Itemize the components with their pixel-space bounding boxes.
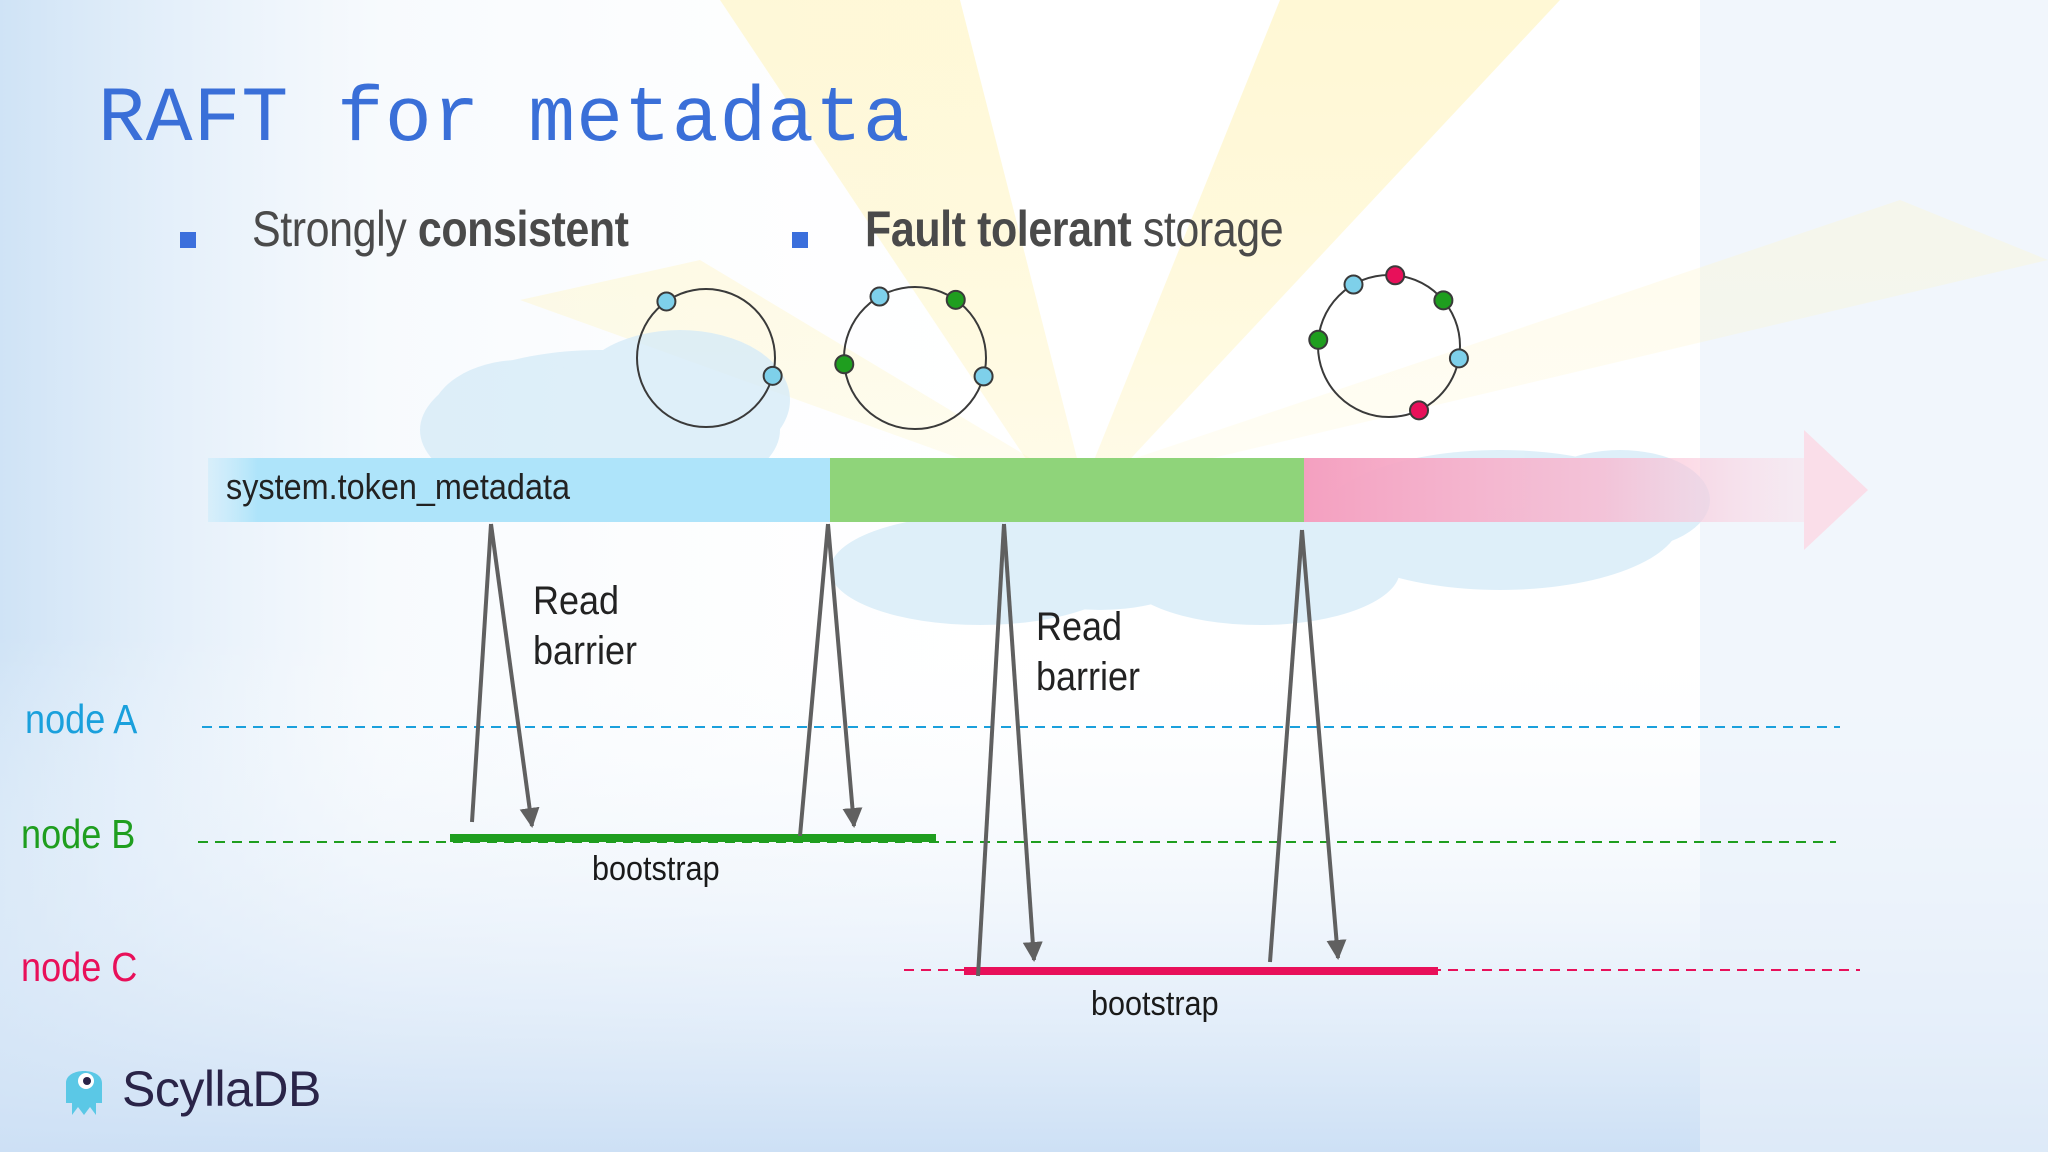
raft-ring-2-replica-dot bbox=[869, 286, 890, 307]
scylla-monster-icon bbox=[66, 1071, 102, 1115]
arrow-4-up bbox=[1268, 529, 1304, 963]
bullet-1-bold: consistent bbox=[417, 201, 629, 257]
raft-ring-3-replica-dot bbox=[1308, 329, 1329, 350]
raft-ring-2-replica-dot bbox=[834, 354, 855, 375]
node-b-label: node B bbox=[21, 811, 136, 857]
raft-ring-2-replica-dot bbox=[945, 289, 966, 310]
arrow-2-down bbox=[826, 523, 863, 828]
read-barrier-2-line1: Read bbox=[1036, 605, 1123, 649]
timeline-label: system.token_metadata bbox=[226, 466, 570, 507]
bullet-marker-1 bbox=[180, 232, 196, 248]
raft-ring-3-replica-dot bbox=[1448, 348, 1469, 369]
read-barrier-2-line2: barrier bbox=[1036, 655, 1141, 699]
raft-ring-1-replica-dot bbox=[762, 365, 783, 386]
arrow-1-down bbox=[489, 523, 540, 828]
bootstrap-label-node-b: bootstrap bbox=[592, 850, 720, 888]
raft-group-rings bbox=[636, 265, 1469, 430]
timeline-segment-pink bbox=[1304, 458, 1804, 522]
read-barrier-label-2: Read barrier bbox=[1036, 602, 1140, 702]
raft-ring-2 bbox=[843, 286, 987, 430]
raft-ring-3-replica-dot bbox=[1433, 290, 1454, 311]
timeline-segment-blue bbox=[208, 458, 830, 522]
read-barrier-1-line2: barrier bbox=[533, 629, 638, 673]
bootstrap-label-node-c: bootstrap bbox=[1091, 985, 1219, 1023]
raft-ring-1-replica-dot bbox=[656, 291, 677, 312]
bullet-2-bold: Fault tolerant bbox=[865, 201, 1132, 257]
raft-ring-1 bbox=[636, 288, 776, 428]
node-c-label: node C bbox=[21, 944, 138, 990]
read-barrier-label-1: Read barrier bbox=[533, 576, 637, 676]
timeline-arrowhead bbox=[1804, 430, 1868, 550]
arrow-1-up bbox=[470, 523, 493, 823]
arrow-3-down bbox=[1002, 523, 1043, 962]
timeline-segment-green bbox=[830, 458, 1304, 522]
raft-ring-3-replica-dot bbox=[1409, 400, 1430, 421]
raft-ring-3-replica-dot bbox=[1343, 274, 1364, 295]
bullet-fault-tolerant: Fault tolerant storage bbox=[865, 200, 1284, 258]
arrow-3-up bbox=[976, 523, 1006, 977]
raft-ring-3-replica-dot bbox=[1385, 265, 1406, 286]
bullet-marker-2 bbox=[792, 232, 808, 248]
logo-text: ScyllaDB bbox=[122, 1061, 321, 1117]
scylladb-logo: ScyllaDB bbox=[60, 1058, 321, 1120]
read-barrier-1-line1: Read bbox=[533, 579, 620, 623]
bullet-2-text: storage bbox=[1131, 201, 1284, 257]
bullet-strongly-consistent: Strongly consistent bbox=[252, 200, 629, 258]
raft-ring-2-replica-dot bbox=[973, 366, 994, 387]
arrow-4-down bbox=[1300, 529, 1347, 960]
node-a-label: node A bbox=[25, 696, 138, 742]
slide-title: RAFT for metadata bbox=[98, 76, 911, 164]
arrow-2-up bbox=[798, 523, 830, 837]
bullet-1-text: Strongly bbox=[252, 201, 418, 257]
